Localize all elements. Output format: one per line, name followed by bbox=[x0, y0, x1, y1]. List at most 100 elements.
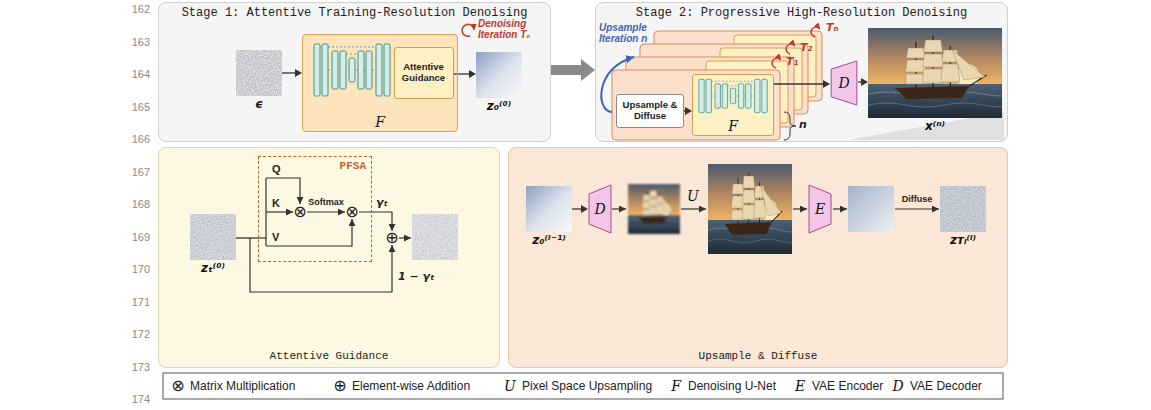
legend-symbol: E bbox=[795, 378, 805, 394]
symbol-label: F bbox=[375, 114, 385, 130]
iteration-note: Upsample Iteration n bbox=[599, 22, 659, 44]
stage1-art bbox=[236, 24, 522, 132]
line-number: 171 bbox=[132, 296, 150, 308]
legend-symbol: D bbox=[892, 378, 903, 394]
stacked-cards bbox=[612, 31, 822, 140]
line-number: 169 bbox=[132, 231, 150, 243]
line-number: 165 bbox=[132, 101, 150, 113]
line-number: 162 bbox=[132, 3, 150, 15]
upsample-diffuse-art bbox=[526, 164, 986, 254]
symbol-label: D bbox=[594, 201, 605, 217]
noise-image bbox=[940, 186, 986, 232]
loop-arrow bbox=[462, 24, 474, 36]
attention-input: K bbox=[272, 197, 280, 209]
panel-fills bbox=[508, 147, 1008, 368]
legend-text: Pixel Space Upsampling bbox=[522, 379, 652, 393]
trapezoid-outline bbox=[589, 185, 611, 233]
wires bbox=[250, 238, 392, 292]
connector bbox=[236, 237, 258, 238]
symbol-label: F bbox=[728, 118, 738, 134]
symbol-label: E bbox=[815, 201, 825, 217]
latent-image bbox=[526, 186, 572, 232]
legend-symbol: U bbox=[504, 378, 516, 394]
attention-input: V bbox=[272, 231, 279, 243]
detail-panel: Attentive Guidancezₜ⁽⁰⁾PFSA bbox=[158, 147, 500, 368]
legend-text: VAE Encoder bbox=[812, 379, 883, 393]
panel-title: Stage 2: Progressive High-Resolution Den… bbox=[636, 6, 967, 20]
operation-label: Softmax bbox=[308, 197, 344, 207]
line-number: 167 bbox=[132, 166, 150, 178]
decoder-trapezoid: D bbox=[588, 184, 612, 234]
attention-input: Q bbox=[272, 163, 281, 175]
step-count: T₂ bbox=[800, 41, 812, 54]
connector bbox=[774, 83, 823, 84]
noise-tint bbox=[190, 214, 236, 260]
multiply-symbol: ⊗ bbox=[345, 203, 358, 221]
connector bbox=[572, 208, 581, 209]
image-label: zₜ⁽⁰⁾ bbox=[201, 261, 225, 276]
image-label: zᴛᵢ⁽ⁱ⁾ bbox=[950, 233, 976, 248]
process-box: Upsample & Diffuse bbox=[616, 94, 684, 128]
flow-arrows bbox=[681, 208, 706, 209]
brace-label: n bbox=[799, 118, 807, 131]
attentive-guidance-art bbox=[190, 178, 458, 292]
stacked-cards bbox=[692, 74, 774, 136]
connector bbox=[551, 65, 581, 75]
noise-tint bbox=[940, 186, 986, 232]
noise-image: ϵ bbox=[236, 50, 282, 112]
multiply-symbol: ⊗ bbox=[293, 203, 306, 221]
image-label: z₀⁽ⁱ⁻¹⁾ bbox=[532, 233, 565, 248]
symbol-label: D bbox=[838, 75, 849, 91]
loop-arrow bbox=[811, 27, 820, 37]
connector bbox=[858, 81, 861, 82]
latent-image: z₀⁽⁰⁾ bbox=[476, 52, 522, 114]
flow-arrows bbox=[612, 208, 626, 209]
noise-image bbox=[236, 50, 282, 96]
connector bbox=[684, 110, 685, 111]
process-box: Attentive Guidance bbox=[394, 47, 454, 99]
line-number: 164 bbox=[132, 68, 150, 80]
wires bbox=[266, 178, 300, 204]
legend-text: Denoising U-Net bbox=[688, 379, 776, 393]
brace bbox=[784, 112, 796, 140]
legend-text: Element-wise Addition bbox=[352, 379, 470, 393]
box-label: Attentive Guidance bbox=[397, 62, 451, 84]
flow-arrows bbox=[895, 208, 939, 209]
ship-image-blurred bbox=[628, 184, 687, 234]
line-number: 168 bbox=[132, 198, 150, 210]
unet-icon bbox=[699, 79, 767, 112]
panel-fills bbox=[158, 147, 500, 368]
ship-image bbox=[868, 28, 1021, 118]
noise-image bbox=[190, 214, 236, 260]
line-number: 170 bbox=[132, 263, 150, 275]
stage2-art bbox=[601, 27, 1021, 140]
panel-title: Upsample & Diffuse bbox=[699, 350, 818, 362]
wires bbox=[399, 237, 411, 238]
legend-text: VAE Decoder bbox=[910, 379, 982, 393]
loop-arrow bbox=[772, 58, 781, 68]
noise-image: zᴛᵢ⁽ⁱ⁾ bbox=[940, 186, 986, 248]
operation-label: Diffuse bbox=[902, 194, 933, 204]
legend-text: Matrix Multiplication bbox=[190, 379, 295, 393]
wires bbox=[250, 178, 411, 292]
noise-image bbox=[412, 214, 458, 260]
loop-arrow bbox=[786, 44, 795, 54]
decoder-trapezoid: D bbox=[830, 60, 858, 106]
legend-bar bbox=[163, 373, 1003, 399]
weight-label: γₜ bbox=[376, 196, 388, 209]
noise-tint bbox=[412, 214, 458, 260]
wires bbox=[258, 237, 266, 238]
line-number: 173 bbox=[132, 361, 150, 373]
legend-symbol: ⊕ bbox=[333, 377, 346, 395]
output-image: x⁽ⁿ⁾ bbox=[868, 28, 1002, 134]
latent-image: z₀⁽ⁱ⁻¹⁾ bbox=[526, 186, 572, 248]
noise-image: zₜ⁽⁰⁾ bbox=[190, 214, 236, 276]
iteration-note: Denoising Iteration T₀ bbox=[478, 18, 542, 40]
trapezoid-outline bbox=[809, 185, 831, 233]
detail-panel: Upsample & Diffuse z₀⁽ⁱ⁻¹⁾ D Ezᴛᵢ⁽ⁱ⁾ bbox=[508, 147, 1008, 368]
legend-symbol: ⊗ bbox=[171, 377, 184, 395]
legend-symbol: F bbox=[671, 378, 681, 394]
wires bbox=[307, 211, 345, 212]
